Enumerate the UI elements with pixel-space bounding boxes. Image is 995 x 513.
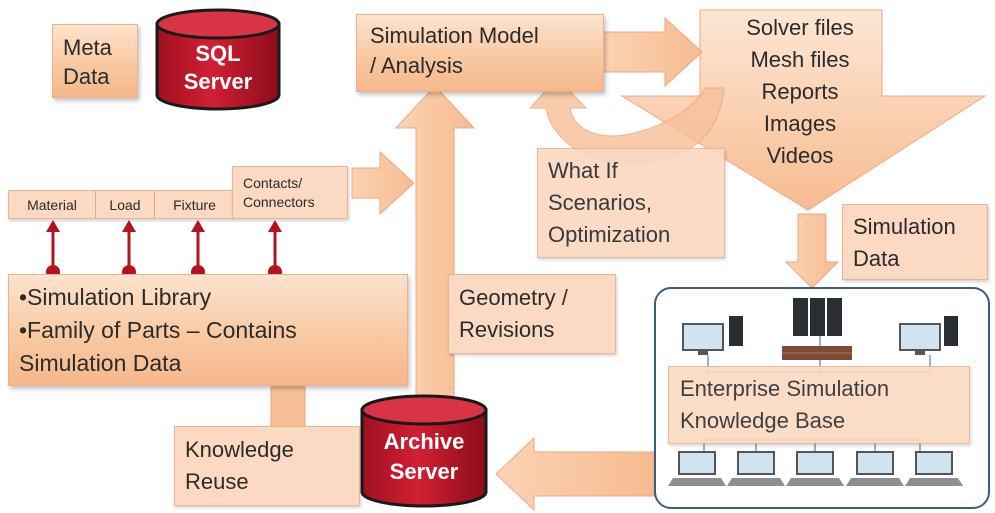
tab-load: Load <box>96 191 155 218</box>
archive-server-label: Archive Server <box>362 428 486 492</box>
output-solver-files: Solver files <box>746 15 854 40</box>
tab-contacts-box: Contacts/ Connectors <box>232 166 348 219</box>
geometry-line-2: Revisions <box>459 317 555 342</box>
knowledge-reuse-line-2: Reuse <box>185 469 249 494</box>
pin-material <box>46 220 60 279</box>
pin-load <box>122 220 136 279</box>
simulation-data-line-1: Simulation <box>853 214 956 239</box>
archive-server-cylinder-icon <box>360 394 488 508</box>
tab-pins <box>46 220 282 279</box>
archive-server-line-1: Archive <box>383 429 465 454</box>
sql-server-line-1: SQL <box>195 41 241 66</box>
output-mesh-files: Mesh files <box>750 47 850 72</box>
knowledge-reuse-line-1: Knowledge <box>185 437 294 462</box>
what-if-line-2: Scenarios, <box>548 190 652 215</box>
library-line-3: Simulation Data <box>19 350 182 376</box>
kb-to-archive-arrow <box>495 436 655 512</box>
sql-server-label: SQL Server <box>157 40 279 100</box>
tab-contacts-connectors: Contacts/ Connectors <box>243 175 315 210</box>
library-to-reuse-connector <box>270 383 306 429</box>
what-if-line-3: Optimization <box>548 222 671 247</box>
library-line-2: •Family of Parts – Contains <box>19 317 297 343</box>
pin-fixture <box>191 220 205 279</box>
meta-data-line-1: Meta <box>63 35 112 60</box>
simulation-data-line-2: Data <box>853 246 900 271</box>
enterprise-kb-box: Enterprise Simulation Knowledge Base <box>668 366 970 444</box>
library-line-1: •Simulation Library <box>19 284 212 310</box>
outputs-funnel-arrow <box>620 9 987 211</box>
enterprise-line-2: Knowledge Base <box>680 408 846 433</box>
geometry-line-1: Geometry / <box>459 285 568 310</box>
library-tabs-bar: Material Load Fixture <box>8 190 233 219</box>
simulation-library-box: •Simulation Library •Family of Parts – C… <box>8 274 408 386</box>
desktop-monitor-icon <box>899 316 958 355</box>
laptop-icon <box>727 451 785 486</box>
laptop-icon <box>668 451 726 486</box>
enterprise-line-1: Enterprise Simulation <box>680 376 890 401</box>
laptop-icon <box>846 451 904 486</box>
archive-server-line-2: Server <box>389 459 459 484</box>
meta-data-line-2: Data <box>63 64 110 89</box>
simulation-data-box: Simulation Data <box>842 204 988 280</box>
tab-material: Material <box>9 191 96 218</box>
sql-server-cylinder-icon <box>155 8 281 111</box>
simulation-model-line-2: / Analysis <box>370 53 463 78</box>
knowledge-reuse-box: Knowledge Reuse <box>174 426 360 506</box>
desktop-monitor-icon <box>682 316 743 355</box>
funnel-to-kb-arrow <box>784 213 840 289</box>
meta-data-box: Meta Data <box>52 24 138 98</box>
geometry-box: Geometry / Revisions <box>448 274 616 354</box>
output-videos: Videos <box>766 143 834 168</box>
outputs-list: Solver files Mesh files Reports Images V… <box>720 12 880 172</box>
output-reports: Reports <box>761 79 839 104</box>
sql-server-line-2: Server <box>183 69 253 94</box>
output-images: Images <box>763 111 837 136</box>
tabs-to-model-arrow <box>351 150 415 216</box>
laptop-icon <box>905 451 963 486</box>
server-rack-icon <box>782 298 852 360</box>
simulation-model-box: Simulation Model / Analysis <box>356 14 604 92</box>
pin-contacts <box>268 220 282 279</box>
tab-fixture: Fixture <box>173 196 216 213</box>
what-if-line-1: What If <box>548 158 618 183</box>
simulation-model-line-1: Simulation Model <box>370 23 539 48</box>
what-if-box: What If Scenarios, Optimization <box>537 148 725 258</box>
model-to-outputs-arrow <box>602 16 703 88</box>
laptop-icon <box>786 451 844 486</box>
